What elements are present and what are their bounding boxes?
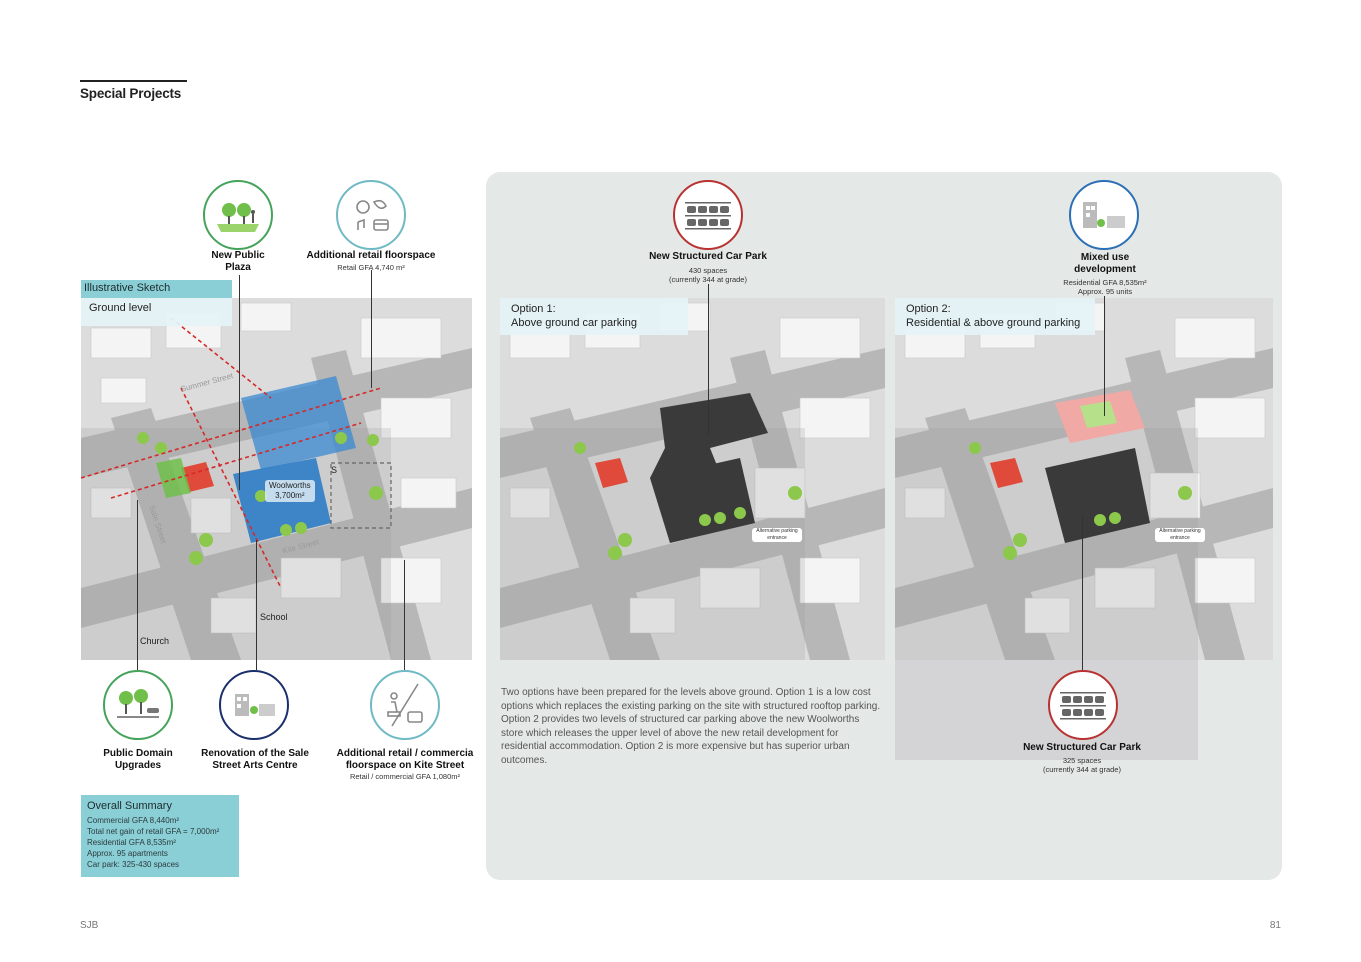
mixed-use-title: Mixed use development	[1074, 252, 1136, 275]
callout-retail-bot-title: Additional retail / commercia floorspace…	[336, 748, 474, 771]
option1-alt-parking-label: Alternative parking entrance	[752, 528, 802, 542]
page-title: Special Projects	[80, 86, 182, 101]
footer-brand: SJB	[80, 920, 99, 931]
option1-map	[500, 298, 885, 660]
summary-line: Total net gain of retail GFA = 7,000m²	[87, 827, 220, 836]
mixed-use-sub2: Approx. 95 units	[1077, 287, 1133, 296]
leader-retail-bot	[404, 560, 405, 670]
leader-carpark2	[1082, 515, 1083, 672]
summary-line: Approx. 95 apartments	[87, 849, 168, 858]
option2-carpark-title: New Structured Car Park	[1023, 742, 1141, 753]
ground-level-map	[81, 298, 472, 660]
overall-summary: Overall Summary Commercial GFA 8,440m² T…	[81, 795, 239, 877]
mixed-use-icon	[1069, 180, 1139, 250]
summary-title: Overall Summary	[87, 800, 172, 812]
option2-map	[895, 298, 1273, 660]
callout-retail-bot-subtitle: Retail / commercial GFA 1,080m²	[349, 772, 461, 781]
car-park-icon	[673, 180, 743, 250]
leader-mixed	[1104, 296, 1105, 416]
retail-commercial-icon	[370, 670, 440, 740]
public-domain-icon	[103, 670, 173, 740]
retail-icon	[336, 180, 406, 250]
leader-domain	[137, 500, 138, 670]
summary-line: Residential GFA 8,535m²	[87, 838, 176, 847]
callout-retail-subtitle: Retail GFA 4,740 m²	[337, 263, 405, 272]
title-rule	[80, 80, 187, 82]
mixed-use-sub1: Residential GFA 8,535m²	[1063, 278, 1147, 287]
summary-line: Commercial GFA 8,440m²	[87, 816, 180, 825]
option1-label: Option 1: Above ground car parking	[500, 298, 688, 335]
option1-carpark-sub2: (currently 344 at grade)	[669, 275, 747, 284]
arts-centre-icon	[219, 670, 289, 740]
option2-label: Option 2: Residential & above ground par…	[895, 298, 1095, 335]
option2-alt-parking-label: Alternative parking entrance	[1155, 528, 1205, 542]
callout-arts-title: Renovation of the Sale Street Arts Centr…	[201, 748, 309, 771]
option2-carpark-sub2: (currently 344 at grade)	[1043, 765, 1121, 774]
ground-level-label: Ground level	[81, 298, 232, 326]
options-description: Two options have been prepared for the l…	[501, 687, 881, 766]
leader-carpark1	[708, 284, 709, 436]
option2-carpark-sub1: 325 spaces	[1062, 756, 1102, 765]
option1-carpark-title: New Structured Car Park	[649, 251, 767, 262]
page-number: 81	[1269, 920, 1281, 931]
public-plaza-icon	[203, 180, 273, 250]
illustrative-sketch-tag: Illustrative Sketch	[81, 280, 232, 298]
marker-s: S	[331, 465, 338, 475]
callout-retail-title: Additional retail floorspace	[306, 250, 436, 261]
callout-domain-title: Public Domain Upgrades	[103, 748, 173, 771]
leader-retail-top	[371, 270, 372, 388]
church-label: Church	[140, 636, 170, 646]
option2-carpark-box	[895, 660, 1198, 760]
woolworths-label: Woolworths 3,700m²	[265, 480, 315, 502]
callout-plaza-title: New Public Plaza	[211, 250, 265, 273]
school-label: School	[260, 612, 288, 622]
option1-carpark-sub1: 430 spaces	[688, 266, 728, 275]
leader-arts	[256, 540, 257, 670]
summary-line: Car park: 325-430 spaces	[87, 860, 180, 869]
leader-plaza	[239, 275, 240, 490]
car-park-icon	[1048, 670, 1118, 740]
